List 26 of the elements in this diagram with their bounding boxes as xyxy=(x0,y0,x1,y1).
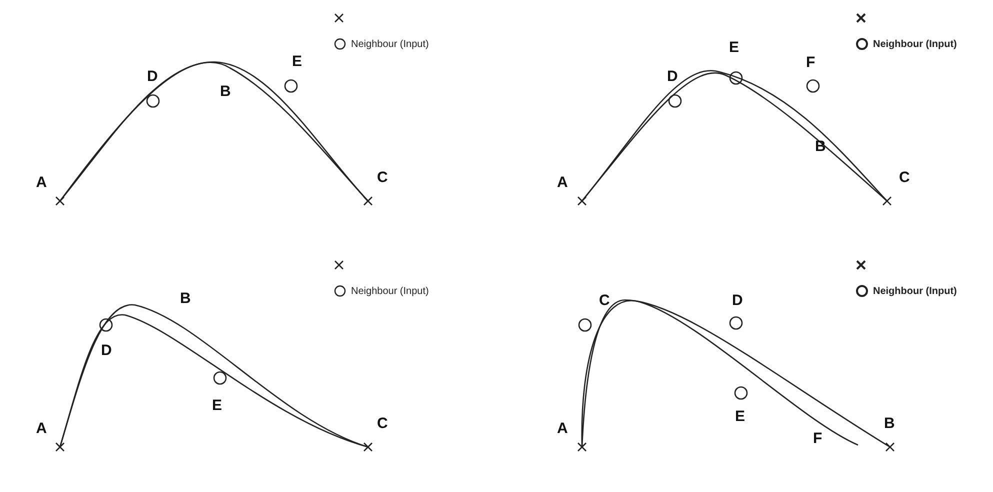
point-label: F xyxy=(806,55,816,70)
point-label: D xyxy=(101,343,112,358)
legend-text: Neighbour (Input) xyxy=(351,38,429,50)
point-label: A xyxy=(557,175,568,190)
point-label: B xyxy=(180,291,191,306)
point-label: E xyxy=(292,54,302,69)
point-label: E xyxy=(729,40,740,55)
point-label: E xyxy=(212,398,222,413)
point-label: A xyxy=(36,421,47,436)
point-label: A xyxy=(557,421,568,436)
point-label: E xyxy=(735,409,746,424)
point-label: C xyxy=(377,170,388,185)
point-label: B xyxy=(220,84,231,99)
point-label: C xyxy=(377,416,388,431)
point-label: B xyxy=(884,416,895,431)
point-label: D xyxy=(667,69,678,84)
point-label: C xyxy=(899,170,910,185)
point-label: B xyxy=(815,139,826,154)
point-label: D xyxy=(147,69,158,84)
legend-text: Neighbour (Input) xyxy=(873,286,957,296)
point-label: F xyxy=(813,431,822,446)
legend-text: Neighbour (Input) xyxy=(351,286,429,296)
legend-text: Neighbour (Input) xyxy=(873,38,957,50)
point-label: A xyxy=(36,175,47,190)
point-label: D xyxy=(732,293,743,308)
point-label: C xyxy=(599,293,610,308)
